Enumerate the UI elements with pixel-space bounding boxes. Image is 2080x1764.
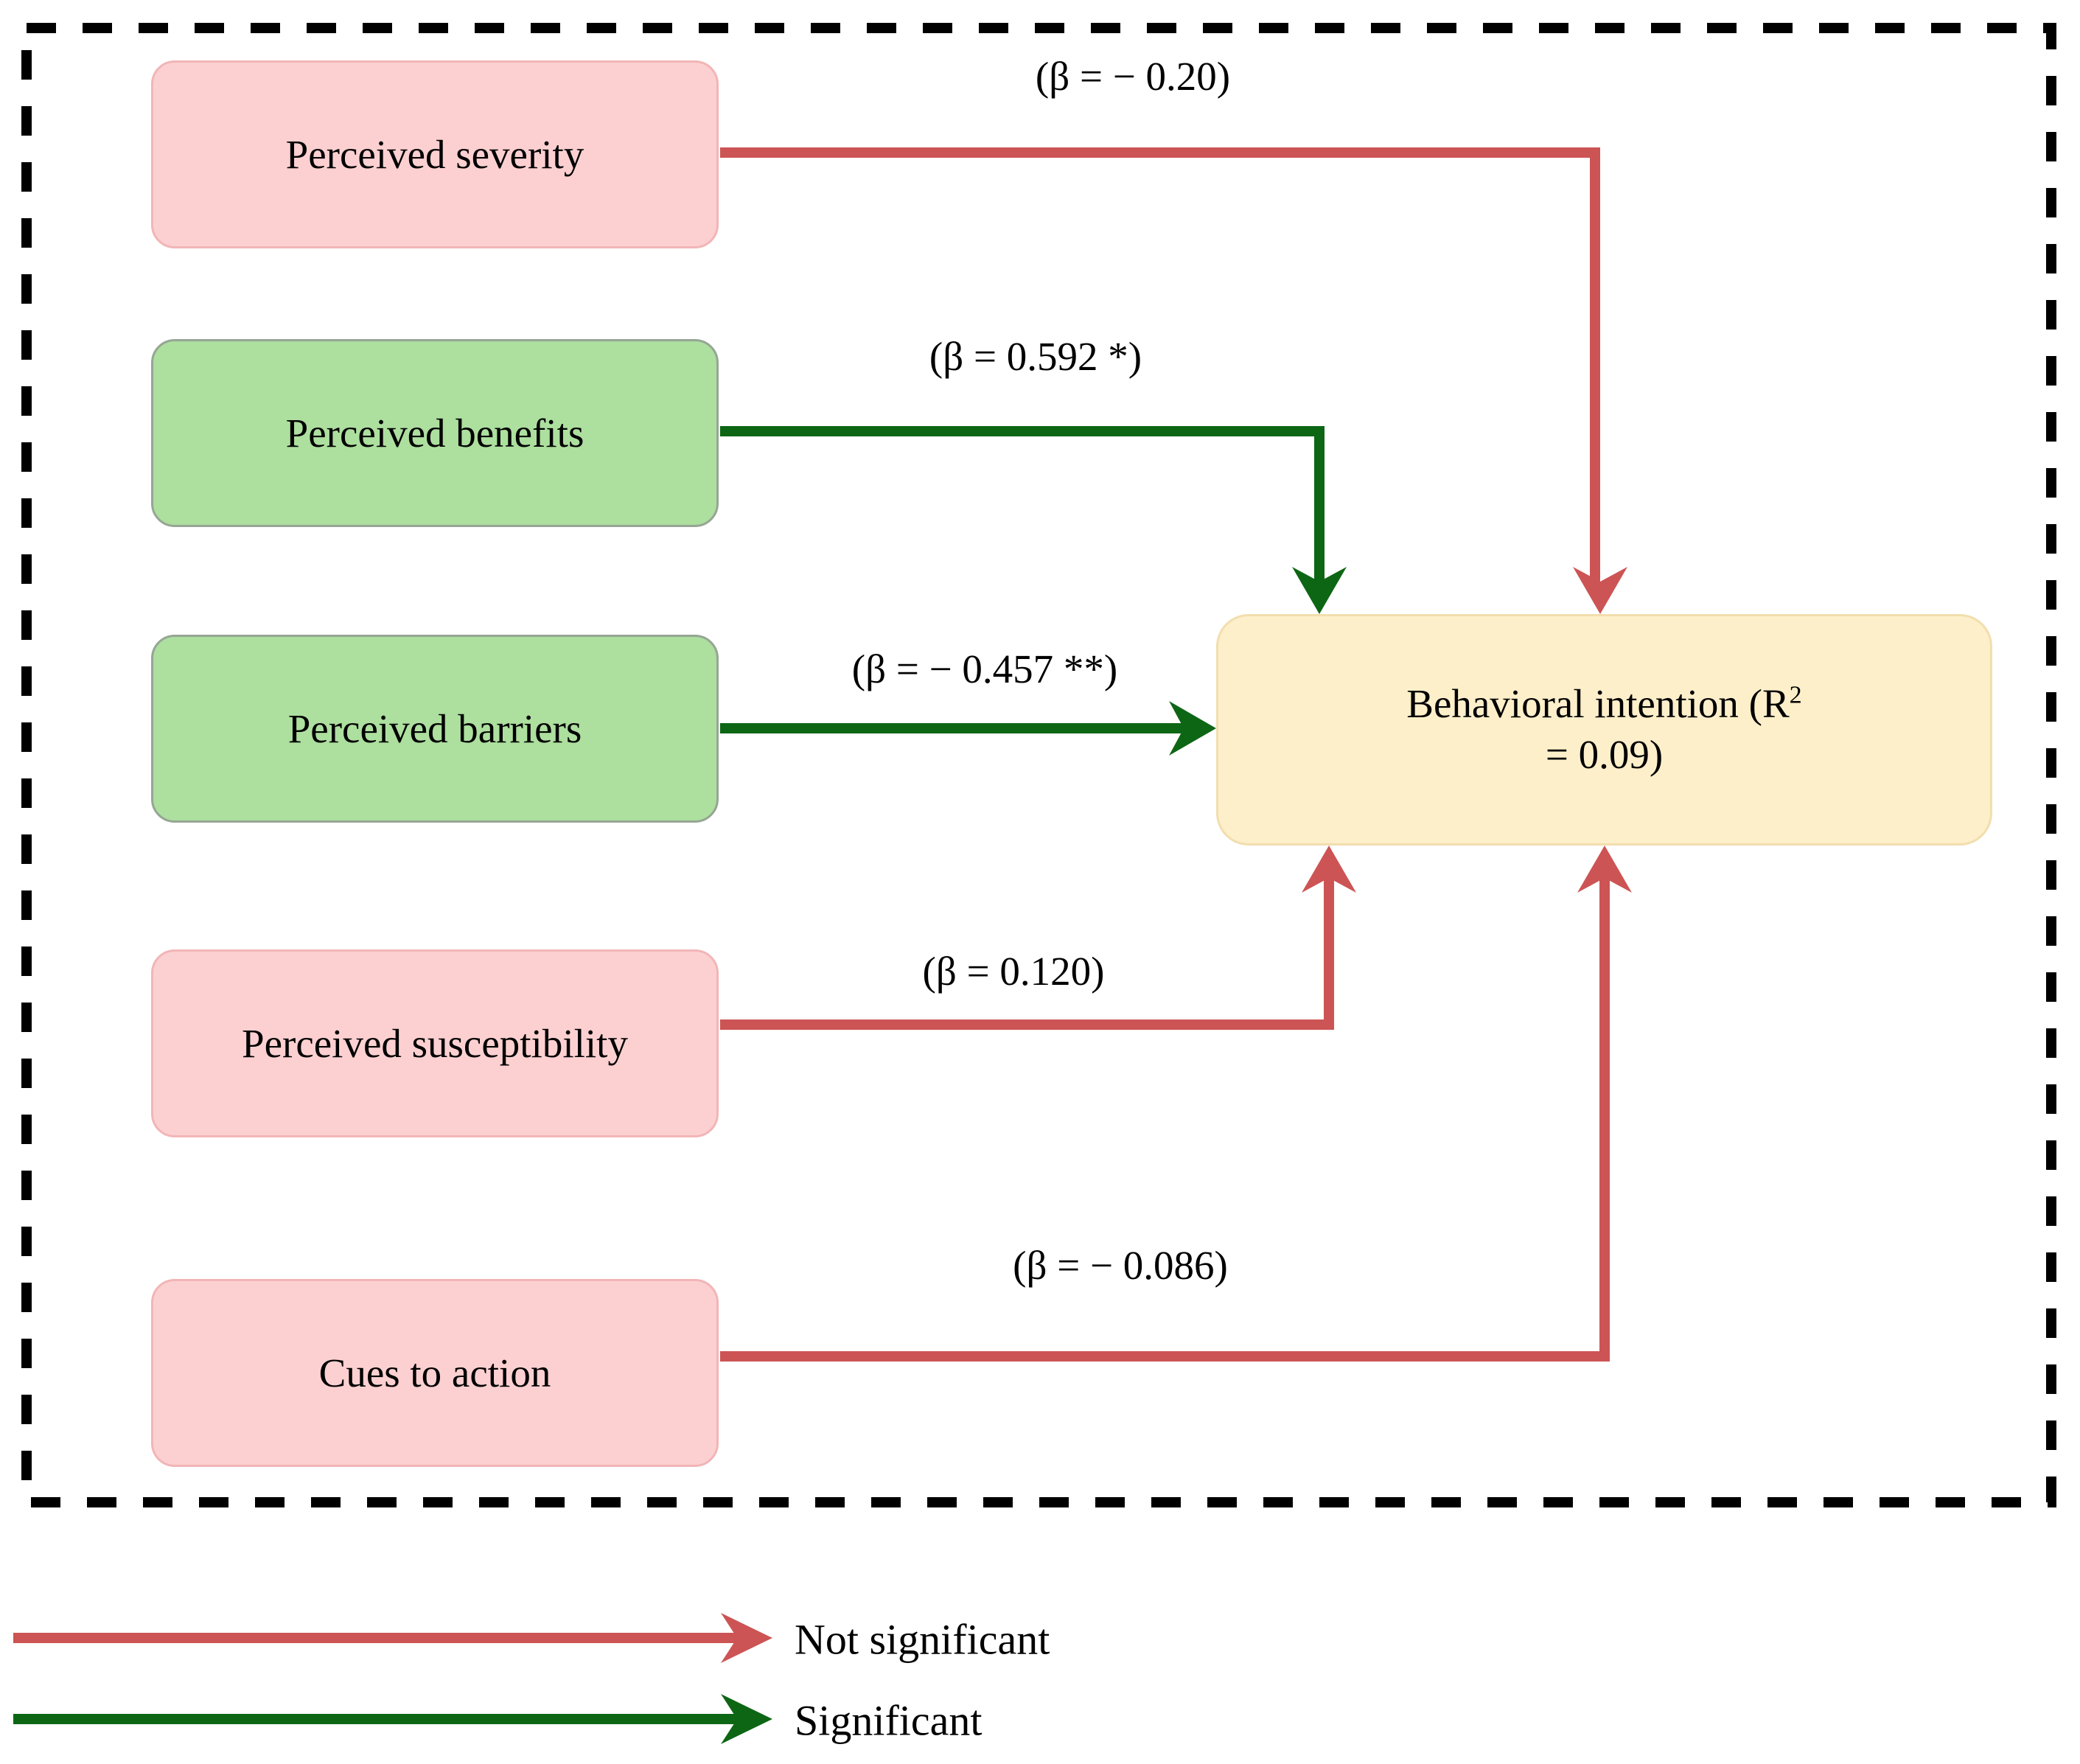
predictor-label: Perceived susceptibility <box>242 1020 628 1066</box>
beta-label-benefits: (β = 0.592 *) <box>929 334 1142 379</box>
predictor-box-cues-to-action: Cues to action <box>151 1279 719 1467</box>
beta-label-barriers: (β = − 0.457 **) <box>851 646 1118 691</box>
legend-arrow-not-significant <box>13 1613 772 1663</box>
predictor-box-perceived-barriers: Perceived barriers <box>151 635 719 823</box>
dashed-frame <box>21 23 2056 1507</box>
arrow-severity-to-intention <box>720 147 1627 614</box>
arrow-barriers-to-intention <box>720 701 1216 756</box>
predictor-box-perceived-susceptibility: Perceived susceptibility <box>151 949 719 1137</box>
beta-label-severity: (β = − 0.20) <box>1035 54 1231 99</box>
r-squared-superscript: 2 <box>1789 681 1802 709</box>
predictor-box-perceived-benefits: Perceived benefits <box>151 339 719 527</box>
arrow-susceptibility-to-intention <box>720 846 1356 1030</box>
predictor-label: Perceived benefits <box>285 410 584 456</box>
legend-arrow-significant <box>13 1694 772 1744</box>
predictor-label: Perceived severity <box>285 131 584 177</box>
legend-label-significant: Significant <box>795 1696 983 1745</box>
outcome-label: Behavioral intention (R2 = 0.09) <box>1406 681 1802 777</box>
outcome-box-behavioral-intention: Behavioral intention (R2 = 0.09) <box>1216 614 1992 846</box>
legend-label-not-significant: Not significant <box>795 1615 1050 1664</box>
arrow-benefits-to-intention <box>720 426 1347 614</box>
beta-label-susceptibility: (β = 0.120) <box>922 949 1105 994</box>
beta-label-cues: (β = − 0.086) <box>1013 1243 1228 1288</box>
predictor-label: Perceived barriers <box>287 705 582 751</box>
predictor-box-perceived-severity: Perceived severity <box>151 60 719 248</box>
predictor-label: Cues to action <box>318 1350 551 1395</box>
arrow-cues-to-intention <box>720 846 1632 1362</box>
